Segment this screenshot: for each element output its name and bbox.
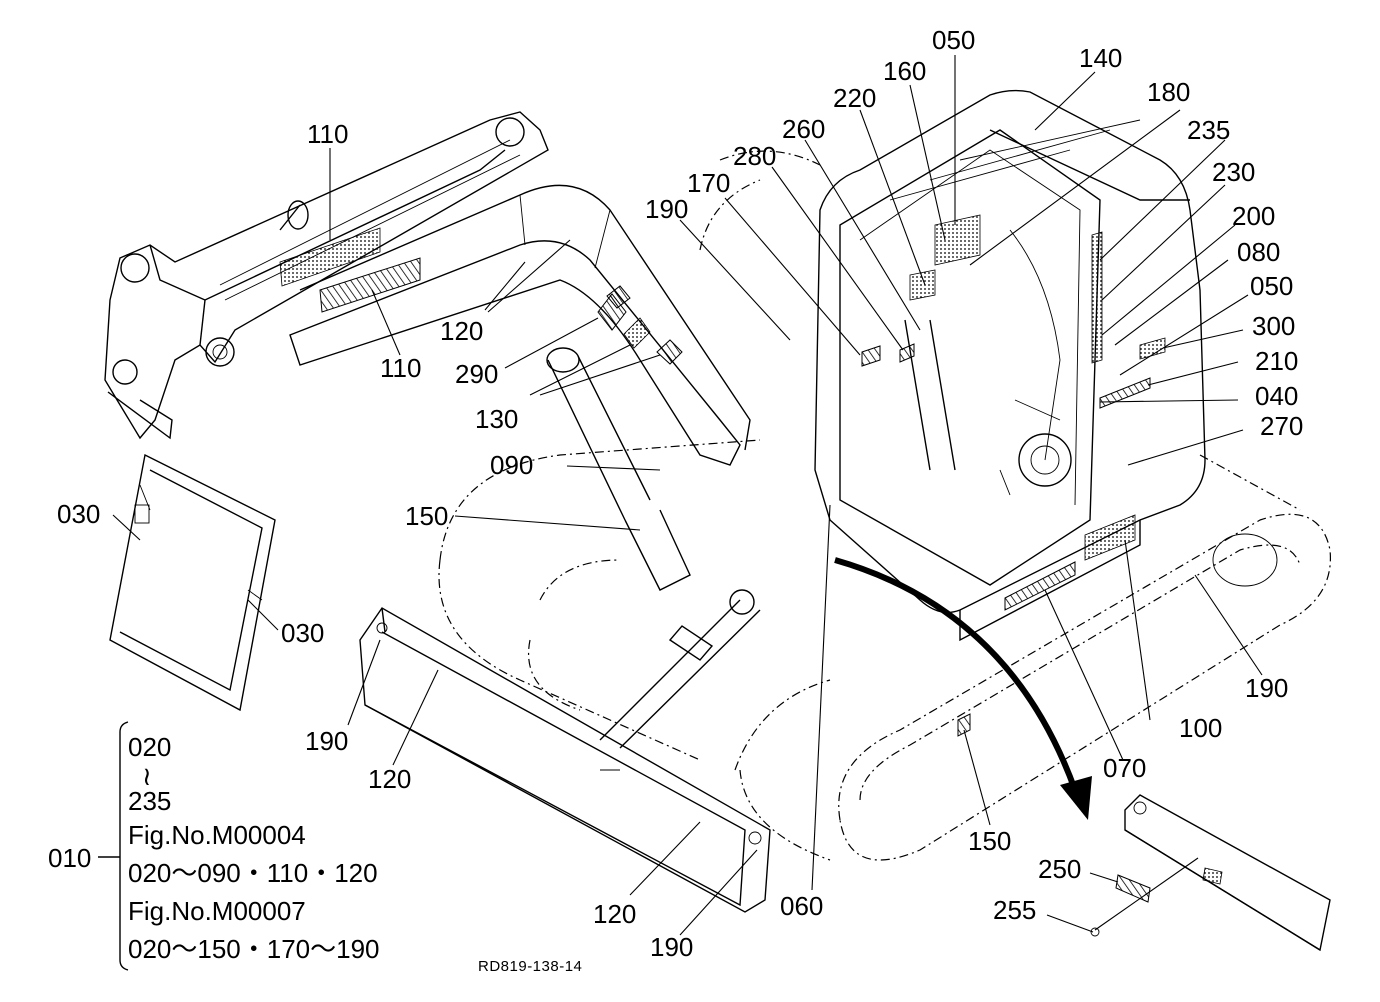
legend-line: 020	[128, 732, 172, 762]
dozer-blade	[359, 607, 771, 913]
callout-300: 300	[1252, 311, 1296, 341]
callout-140: 140	[1079, 43, 1123, 73]
callout-190: 190	[1245, 673, 1289, 703]
callout-180: 180	[1147, 77, 1191, 107]
callout-040: 040	[1255, 381, 1299, 411]
decal-110-lower	[319, 257, 421, 313]
decal-300	[1139, 337, 1166, 360]
callout-190: 190	[650, 932, 694, 962]
callout-255: 255	[993, 895, 1037, 925]
decal-280	[899, 343, 915, 363]
callout-030: 030	[57, 499, 101, 529]
arm	[104, 111, 549, 440]
legend-line: Fig.No.M00007	[128, 896, 306, 926]
decal-160	[909, 269, 936, 301]
callout-120: 120	[593, 899, 637, 929]
detail-inset	[1090, 794, 1331, 952]
callout-210: 210	[1255, 346, 1299, 376]
decal-130a	[623, 317, 651, 349]
callout-190: 190	[645, 194, 689, 224]
callout-220: 220	[833, 83, 877, 113]
decal-210	[1099, 377, 1151, 409]
callout-110: 110	[307, 119, 349, 149]
decal-130b	[656, 339, 683, 365]
decal-050-top	[934, 214, 981, 266]
callout-070: 070	[1103, 753, 1147, 783]
callout-150: 150	[968, 826, 1012, 856]
legend-tilde: ≀	[142, 761, 152, 791]
callout-130: 130	[475, 404, 519, 434]
blade-cylinder	[599, 589, 761, 749]
legend-line: Fig.No.M00004	[128, 820, 306, 850]
boom	[289, 184, 751, 591]
callout-170: 170	[687, 168, 731, 198]
decals	[279, 214, 1166, 737]
callout-110: 110	[380, 353, 422, 383]
decal-235	[1091, 231, 1103, 364]
legend-root-label: 010	[48, 843, 92, 873]
callout-090: 090	[490, 450, 534, 480]
callout-100: 100	[1179, 713, 1223, 743]
decal-100	[1084, 514, 1136, 561]
callout-150: 150	[405, 501, 449, 531]
callout-120: 120	[440, 316, 484, 346]
callout-050: 050	[932, 25, 976, 55]
callout-260: 260	[782, 114, 826, 144]
drawing-reference-code: RD819-138-14	[478, 958, 583, 975]
decal-070	[1004, 561, 1076, 611]
callout-030: 030	[281, 618, 325, 648]
callout-230: 230	[1212, 157, 1256, 187]
undercarriage	[438, 150, 1332, 861]
decal-170	[861, 345, 881, 367]
callout-280: 280	[733, 141, 777, 171]
callout-235: 235	[1187, 115, 1231, 145]
legend-line: 020～150・170～190	[128, 934, 380, 964]
callout-160: 160	[883, 56, 927, 86]
callout-050: 050	[1250, 271, 1294, 301]
decal-130c	[606, 285, 631, 309]
callout-270: 270	[1260, 411, 1304, 441]
callout-060: 060	[780, 891, 824, 921]
legend-line: 020～090・110・120	[128, 858, 378, 888]
legend-bracket	[98, 721, 129, 971]
decal-150-track	[957, 713, 971, 737]
callout-290: 290	[455, 359, 499, 389]
legend-line: 235	[128, 786, 172, 816]
side-cover-panel	[109, 453, 276, 712]
decal-110-upper	[279, 227, 381, 287]
callout-190: 190	[305, 726, 349, 756]
callout-250: 250	[1038, 854, 1082, 884]
callout-080: 080	[1237, 237, 1281, 267]
callout-200: 200	[1232, 201, 1276, 231]
legend: 020 ≀ 235 Fig.No.M00004 020～090・110・120 …	[128, 728, 380, 968]
leader-lines	[112, 55, 1263, 936]
cab	[814, 89, 1206, 642]
callout-120: 120	[368, 764, 412, 794]
curved-arrow	[834, 557, 1092, 820]
